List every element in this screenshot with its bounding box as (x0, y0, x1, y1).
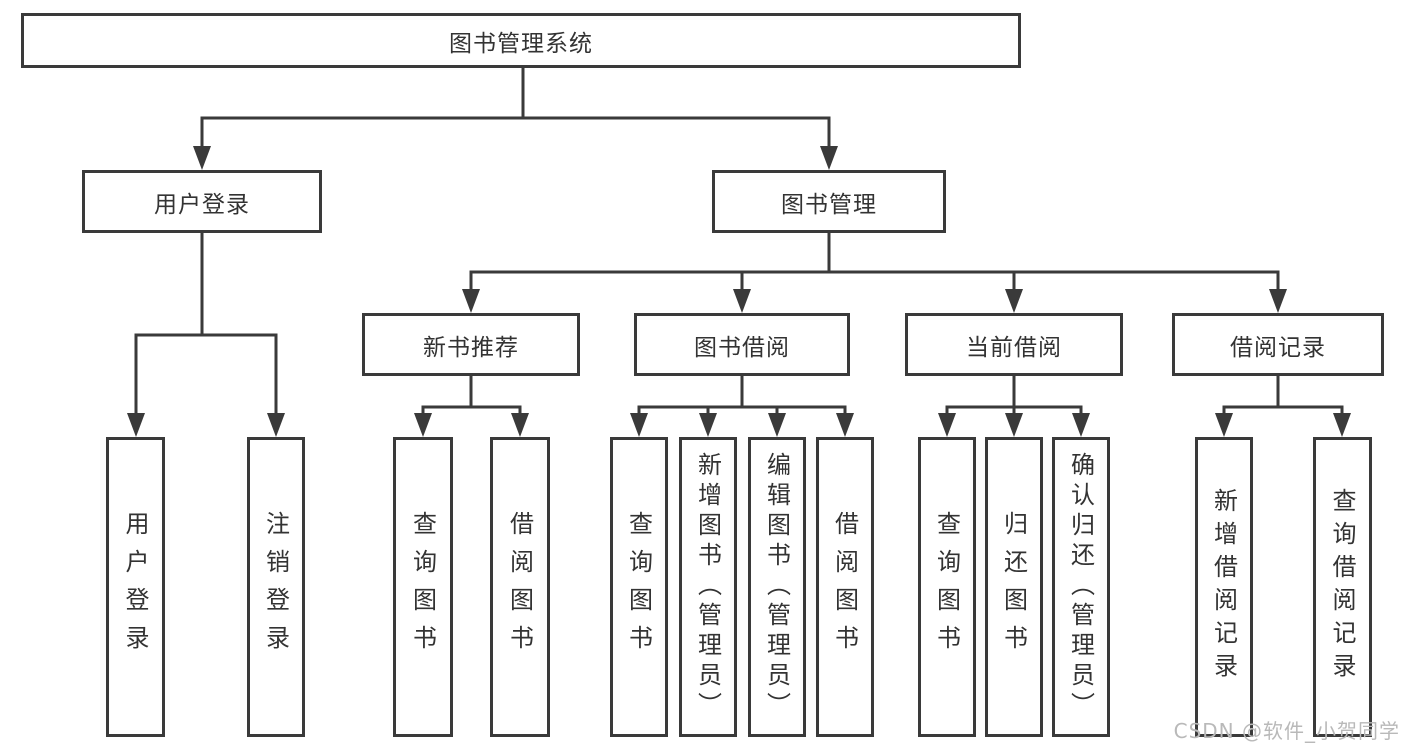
node-book-borrow: 图书借阅 (634, 313, 850, 376)
node-new-book-recommend-label: 新书推荐 (423, 334, 519, 361)
node-user-login-label: 用户登录 (154, 191, 250, 218)
leaf-confirm-return-admin: 确认归还（管理员） (1052, 437, 1110, 737)
node-borrow-records: 借阅记录 (1172, 313, 1384, 376)
csdn-watermark: CSDN @软件_小贺同学 (1173, 719, 1400, 743)
node-current-borrow: 当前借阅 (905, 313, 1123, 376)
node-book-borrow-label: 图书借阅 (694, 334, 790, 361)
node-borrow-records-label: 借阅记录 (1230, 334, 1326, 361)
leaf-query-borrow-record: 查询借阅记录 (1313, 437, 1372, 737)
node-current-borrow-label: 当前借阅 (966, 334, 1062, 361)
leaf-add-books-admin: 新增图书（管理员） (679, 437, 737, 737)
node-root-label: 图书管理系统 (449, 30, 593, 57)
leaf-borrow-books-recommend: 借阅图书 (490, 437, 550, 737)
node-book-management-label: 图书管理 (781, 191, 877, 218)
leaf-edit-books-admin: 编辑图书（管理员） (748, 437, 806, 737)
node-new-book-recommend: 新书推荐 (362, 313, 580, 376)
leaf-borrow-books: 借阅图书 (816, 437, 874, 737)
leaf-return-books: 归还图书 (985, 437, 1043, 737)
leaf-query-books-current: 查询图书 (918, 437, 976, 737)
leaf-user-login: 用户登录 (106, 437, 165, 737)
node-root: 图书管理系统 (21, 13, 1021, 68)
leaf-logout: 注销登录 (247, 437, 305, 737)
leaf-query-books-borrow: 查询图书 (610, 437, 668, 737)
node-book-management: 图书管理 (712, 170, 946, 233)
leaf-query-books-recommend: 查询图书 (393, 437, 453, 737)
leaf-add-borrow-record: 新增借阅记录 (1195, 437, 1253, 737)
node-user-login: 用户登录 (82, 170, 322, 233)
